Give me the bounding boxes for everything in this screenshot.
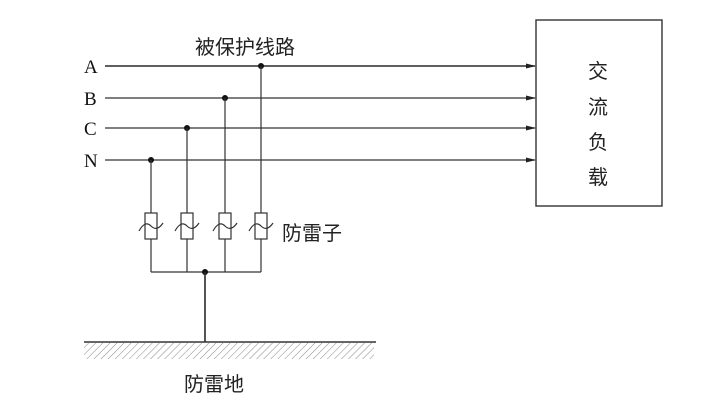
load-char-3: 负 [588, 130, 608, 154]
arrester-label: 防雷子 [282, 221, 342, 245]
arrester-c [174, 212, 200, 240]
load-char-4: 载 [588, 165, 608, 189]
load-char-1: 交 [588, 59, 608, 83]
arrester-n [138, 212, 164, 240]
line-label-b: B [84, 89, 97, 110]
arrester-a [248, 212, 274, 240]
ground-hatch [84, 343, 374, 359]
load-char-2: 流 [588, 95, 608, 119]
line-label-n: N [84, 151, 98, 172]
ground-label: 防雷地 [184, 372, 244, 396]
line-label-c: C [84, 119, 97, 140]
protected-line-title: 被保护线路 [195, 35, 295, 59]
ac-load-box [535, 19, 663, 207]
arrester-b [212, 212, 238, 240]
line-label-a: A [84, 57, 98, 78]
